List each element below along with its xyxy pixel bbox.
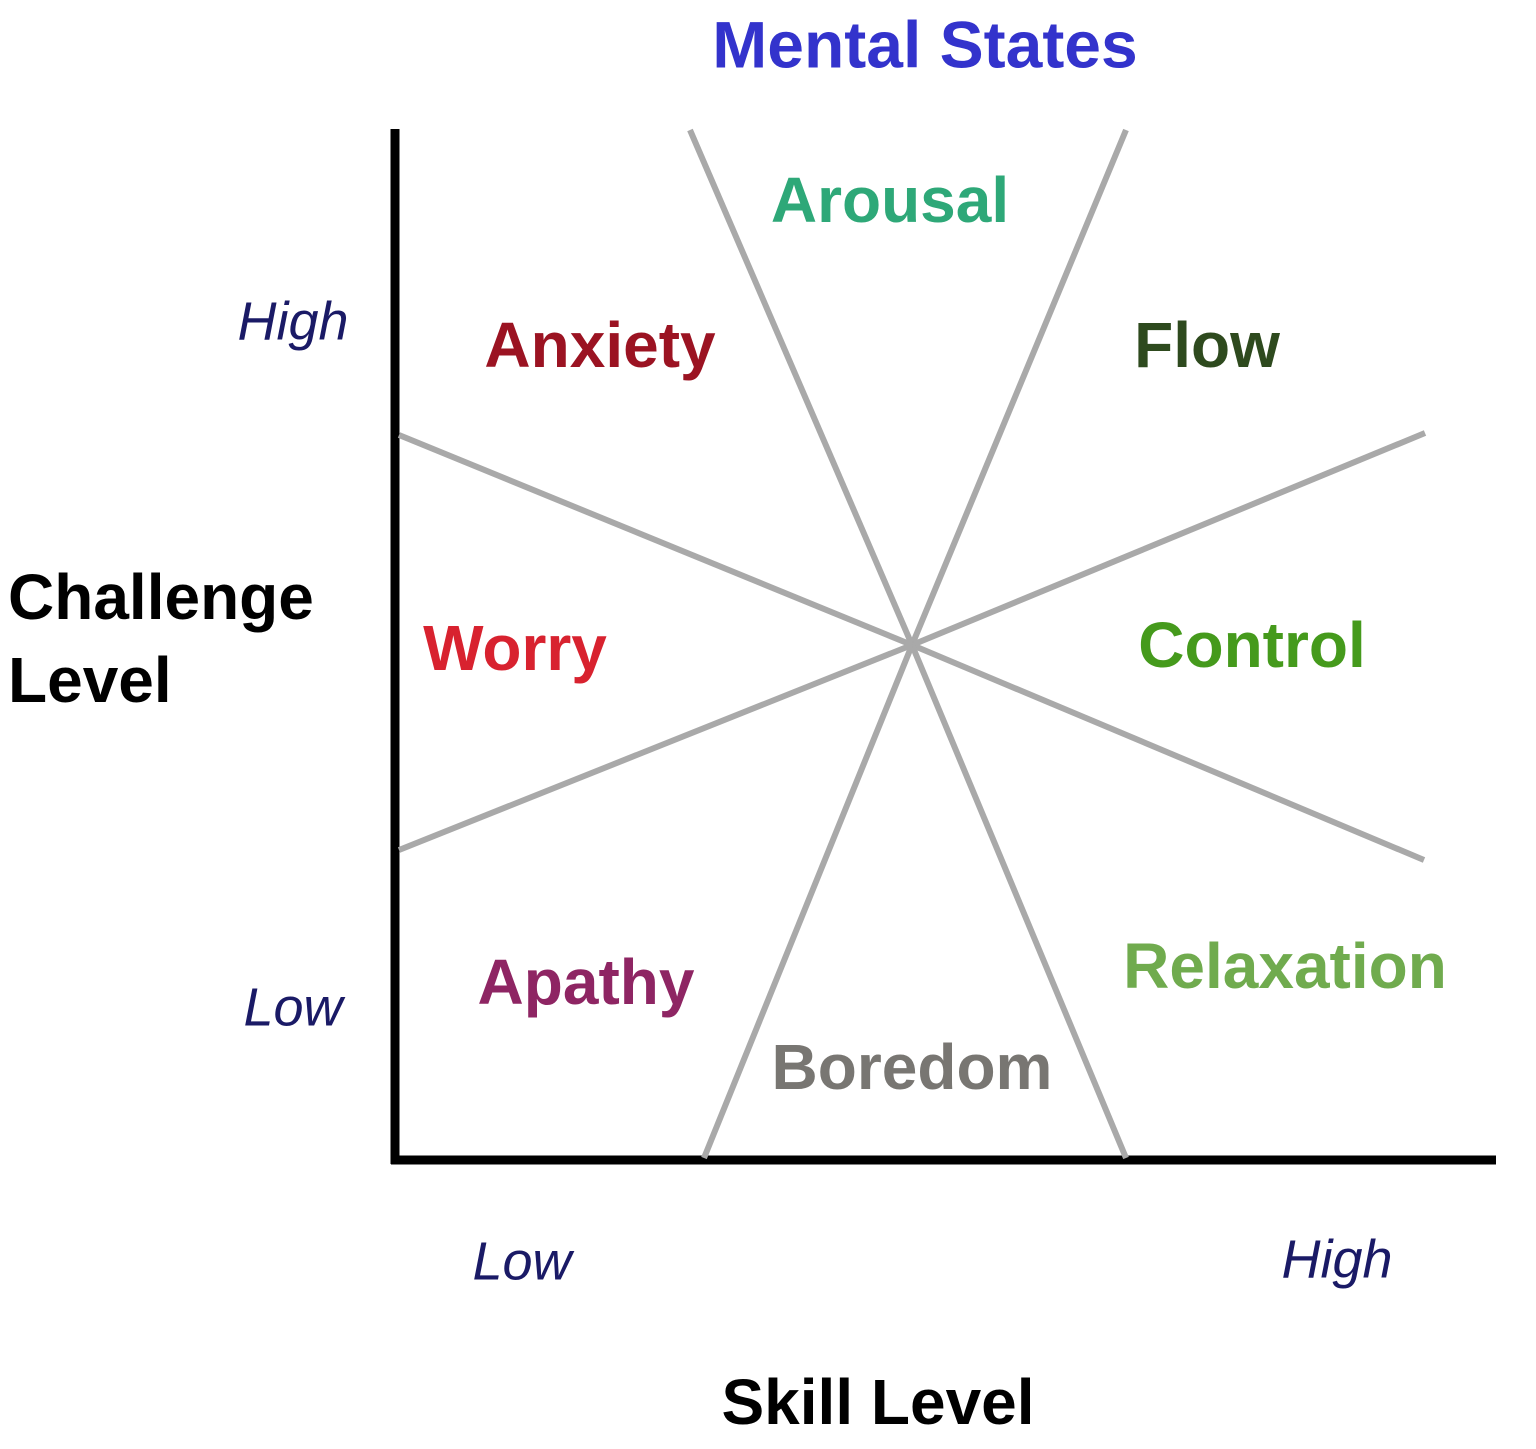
region-label-anxiety: Anxiety — [484, 308, 716, 381]
region-label-arousal: Arousal — [770, 163, 1010, 236]
y-axis-low-label: Low — [243, 977, 343, 1038]
x-axis-low-label: Low — [472, 1231, 572, 1292]
region-label-relaxation: Relaxation — [1123, 929, 1447, 1002]
boundary-relaxation-boredom — [909, 643, 1129, 1160]
x-axis-title: Skill Level — [721, 1365, 1035, 1438]
x-axis-high-label: High — [1281, 1229, 1393, 1290]
boundary-flow-control — [910, 430, 1427, 648]
y-axis-title: Challenge Level — [8, 561, 314, 717]
boundary-control-relaxation — [910, 642, 1426, 863]
region-label-control: Control — [1138, 608, 1366, 681]
boundary-anxiety-arousal — [687, 128, 915, 647]
boundary-boredom-apathy — [701, 643, 915, 1160]
region-label-flow: Flow — [1134, 308, 1280, 381]
diagram-title: Mental States — [712, 7, 1138, 82]
boundary-arousal-flow — [909, 128, 1129, 647]
region-label-worry: Worry — [423, 611, 607, 684]
boundary-worry-anxiety — [397, 432, 914, 648]
boundary-apathy-worry — [397, 642, 914, 853]
y-axis-high-label: High — [237, 291, 349, 352]
region-label-boredom: Boredom — [771, 1030, 1053, 1103]
region-label-apathy: Apathy — [477, 945, 695, 1018]
